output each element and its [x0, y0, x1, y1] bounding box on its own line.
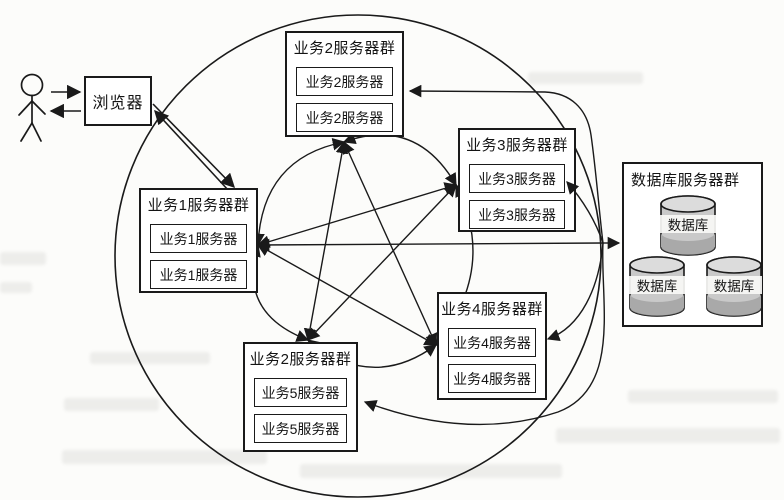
database-cylinder-right: 数据库 — [706, 256, 762, 318]
user-browser-arrows — [49, 84, 82, 119]
database-cluster-box: 数据库服务器群 数据库 数据库 — [622, 162, 763, 327]
database-cylinder-top: 数据库 — [660, 195, 716, 257]
database-label: 数据库 — [629, 276, 685, 294]
cluster-1-server-1: 业务1服务器 — [150, 224, 247, 253]
cluster-5-server-1: 业务5服务器 — [254, 378, 347, 407]
cluster-5-box: 业务2服务器群 业务5服务器 业务5服务器 — [243, 342, 358, 452]
bleed-artifact — [62, 450, 267, 464]
browser-label: 浏览器 — [92, 95, 144, 112]
database-to-cluster4-arrow — [546, 242, 604, 342]
bleed-artifact — [64, 398, 159, 411]
cluster-4-box: 业务4服务器群 业务4服务器 业务4服务器 — [437, 292, 547, 400]
bleed-artifact — [0, 252, 46, 265]
browser-cluster1-arrows — [152, 103, 236, 192]
user-person-icon — [18, 73, 46, 142]
bleed-artifact — [0, 282, 32, 293]
bleed-artifact — [528, 72, 643, 84]
cluster-2-box: 业务2服务器群 业务2服务器 业务2服务器 — [285, 31, 404, 137]
cluster-2-server-1: 业务2服务器 — [296, 67, 393, 96]
bleed-artifact — [628, 390, 778, 403]
bleed-artifact — [300, 464, 562, 478]
cluster-4-title: 业务4服务器群 — [441, 301, 543, 318]
cluster-5-title: 业务2服务器群 — [249, 351, 352, 368]
cluster-3-title: 业务3服务器群 — [466, 137, 568, 154]
cluster-4-server-1: 业务4服务器 — [448, 328, 536, 357]
cluster-2-title: 业务2服务器群 — [293, 40, 396, 57]
cluster1-database-line — [256, 238, 604, 252]
browser-node: 浏览器 — [84, 76, 152, 126]
cluster-1-title: 业务1服务器群 — [147, 197, 250, 214]
database-cylinder-left: 数据库 — [629, 256, 685, 318]
cluster-3-box: 业务3服务器群 业务3服务器 业务3服务器 — [458, 128, 576, 232]
bleed-artifact — [556, 428, 780, 443]
cluster-1-server-2: 业务1服务器 — [150, 260, 247, 289]
cluster-3-server-1: 业务3服务器 — [469, 164, 565, 193]
cluster-1-box: 业务1服务器群 业务1服务器 业务1服务器 — [139, 188, 258, 293]
cluster-2-server-2: 业务2服务器 — [296, 103, 393, 132]
cluster-3-server-2: 业务3服务器 — [469, 200, 565, 229]
bleed-artifact — [90, 352, 210, 364]
database-cluster-title: 数据库服务器群 — [631, 171, 740, 189]
cluster-4-server-2: 业务4服务器 — [448, 364, 536, 393]
database-label: 数据库 — [706, 276, 762, 294]
cluster-5-server-2: 业务5服务器 — [254, 414, 347, 443]
database-label: 数据库 — [660, 215, 716, 233]
